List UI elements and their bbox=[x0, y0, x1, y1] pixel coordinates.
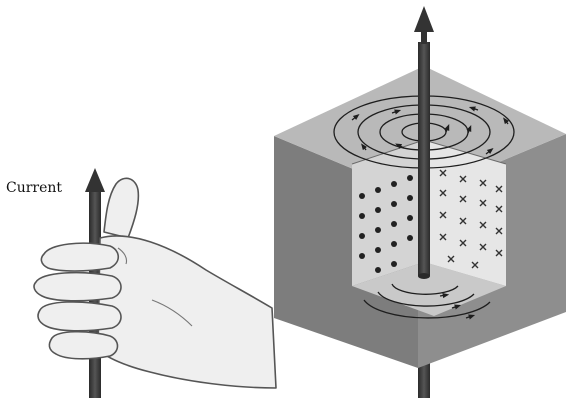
dot-icon bbox=[359, 213, 365, 219]
dot-icon bbox=[375, 207, 381, 213]
dot-icon bbox=[391, 261, 397, 267]
dot-icon bbox=[407, 195, 413, 201]
dot-icon bbox=[391, 201, 397, 207]
dot-icon bbox=[375, 187, 381, 193]
right-hand-grip-icon bbox=[34, 178, 276, 388]
dot-icon bbox=[359, 253, 365, 259]
dot-icon bbox=[407, 235, 413, 241]
dot-icon bbox=[359, 193, 365, 199]
cut-wall-right bbox=[424, 140, 506, 286]
hand-rule-illustration bbox=[34, 168, 276, 398]
arrow-up-icon bbox=[85, 168, 105, 192]
dot-icon bbox=[391, 181, 397, 187]
dot-icon bbox=[391, 241, 397, 247]
cut-wall-left bbox=[352, 140, 424, 286]
dot-icon bbox=[375, 227, 381, 233]
cube-cutaway-illustration bbox=[274, 6, 566, 398]
current-label: Current bbox=[6, 180, 62, 196]
arrow-up-icon bbox=[414, 6, 434, 32]
dot-icon bbox=[391, 221, 397, 227]
conductor-rod bbox=[418, 42, 430, 276]
dot-icon bbox=[407, 175, 413, 181]
dot-icon bbox=[359, 233, 365, 239]
dot-icon bbox=[375, 247, 381, 253]
dot-icon bbox=[375, 267, 381, 273]
conductor-base bbox=[418, 273, 430, 279]
dot-icon bbox=[407, 215, 413, 221]
